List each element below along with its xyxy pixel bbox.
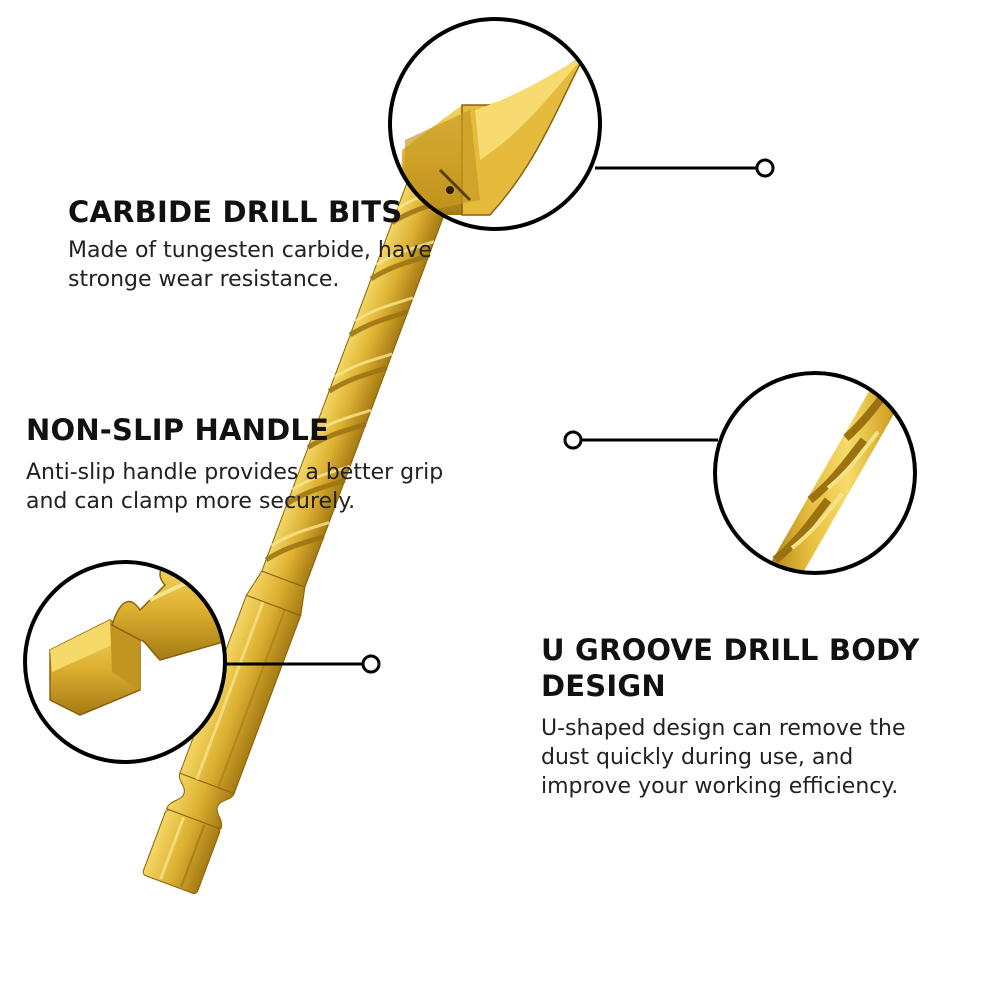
feature-title: CARBIDE DRILL BITS (68, 195, 403, 229)
tip-leader-dot (755, 158, 775, 178)
feature-carbide-drill-bits: CARBIDE DRILL BITS Made of tungesten car… (68, 194, 508, 294)
title-line: DESIGN (541, 669, 666, 703)
handle-leader-dot (361, 654, 381, 674)
feature-description: Made of tungesten carbide, have stronge … (68, 236, 508, 294)
feature-title: U GROOVE DRILL BODY DESIGN (541, 632, 981, 704)
description-line: stronge wear resistance. (68, 267, 340, 292)
feature-description: Anti-slip handle provides a better grip … (26, 458, 526, 516)
tip-detail-callout (388, 17, 775, 231)
feature-non-slip-handle: NON-SLIP HANDLE Anti-slip handle provide… (26, 412, 526, 516)
feature-title: NON-SLIP HANDLE (26, 413, 330, 447)
description-line: and can clamp more securely. (26, 489, 356, 514)
feature-u-groove-drill-body: U GROOVE DRILL BODY DESIGN U-shaped desi… (541, 632, 981, 801)
feature-description: U-shaped design can remove the dust quic… (541, 714, 981, 801)
description-line: Anti-slip handle provides a better grip (26, 460, 444, 485)
flute-grooves (264, 197, 451, 562)
description-line: improve your working efficiency. (541, 774, 899, 799)
drill-tip-detail-icon (402, 52, 588, 216)
body-leader-dot (563, 430, 583, 450)
description-line: dust quickly during use, and (541, 745, 854, 770)
description-line: U-shaped design can remove the (541, 716, 906, 741)
title-line: U GROOVE DRILL BODY (541, 633, 920, 667)
body-detail-callout (563, 371, 917, 575)
description-line: Made of tungesten carbide, have (68, 238, 432, 263)
